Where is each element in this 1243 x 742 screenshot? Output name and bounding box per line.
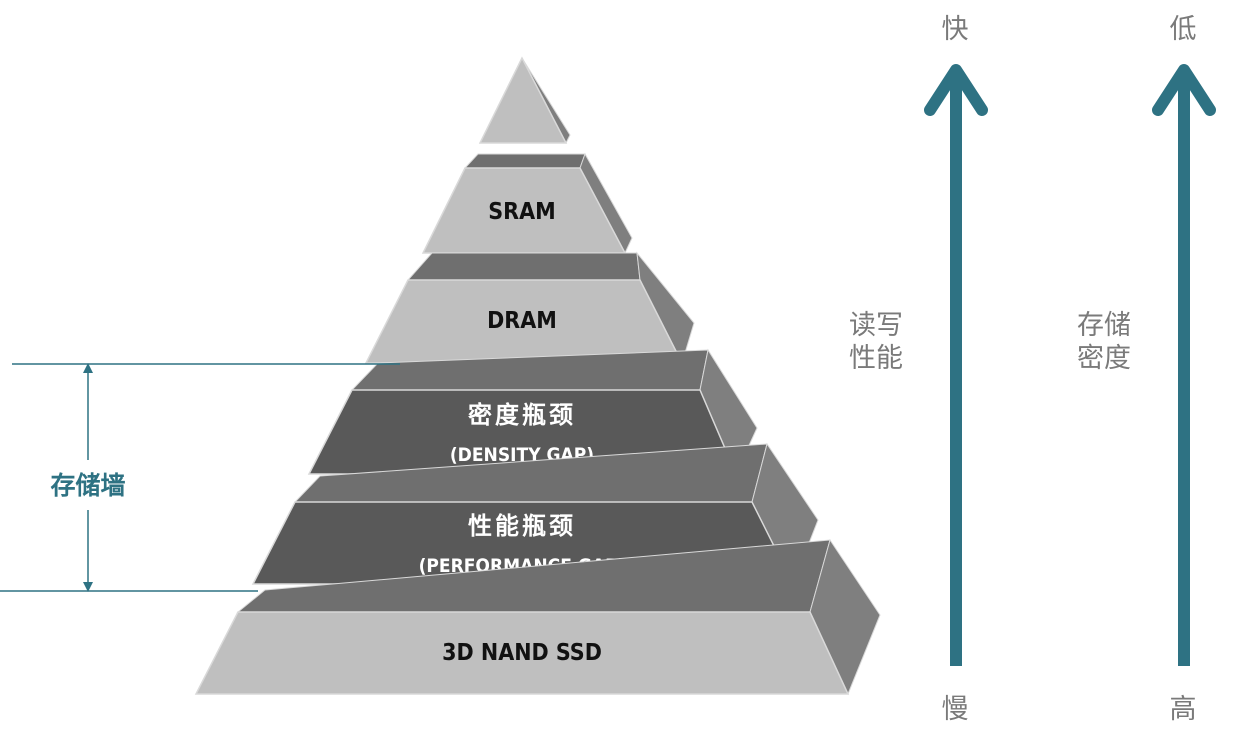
dram-top-face (406, 252, 641, 281)
pyramid-level-sram: SRAM (421, 152, 633, 255)
performance-arrow-head (924, 64, 988, 116)
performance-arrow-group: 快 读写 性能 慢 (849, 14, 988, 725)
nand-label: 3D NAND SSD (442, 640, 602, 666)
density-arrow-head (1152, 64, 1216, 116)
nand-front-face (194, 611, 850, 695)
dram-label: DRAM (487, 308, 557, 334)
pyramid-level-top (478, 56, 571, 145)
performance-fast-label: 快 (942, 14, 969, 45)
density-label-line2: 密度 (1077, 343, 1131, 374)
density-gap-title: 密度瓶颈 (468, 401, 576, 429)
pyramid: SRAM DRAM 密度瓶颈 (DENSITY GAP) 性能瓶颈 (PERFO… (194, 56, 881, 696)
performance-label-line1: 读写 (849, 310, 903, 341)
pyramid-level-dram: DRAM (364, 251, 695, 365)
density-low-label: 低 (1170, 14, 1197, 45)
storage-wall-bracket: 存储墙 (0, 363, 400, 592)
performance-slow-label: 慢 (942, 694, 969, 725)
sram-label: SRAM (488, 199, 555, 225)
performance-gap-title: 性能瓶颈 (468, 512, 576, 540)
pyramid-level-nand: 3D NAND SSD (194, 538, 881, 696)
storage-wall-label: 存储墙 (50, 471, 125, 500)
sram-top-face (463, 153, 586, 169)
density-high-label: 高 (1170, 694, 1197, 725)
density-arrow-group: 低 存储 密度 高 (1077, 14, 1216, 725)
performance-label-line2: 性能 (849, 343, 903, 374)
density-label-line1: 存储 (1077, 310, 1131, 341)
tip-front-face (478, 56, 568, 144)
